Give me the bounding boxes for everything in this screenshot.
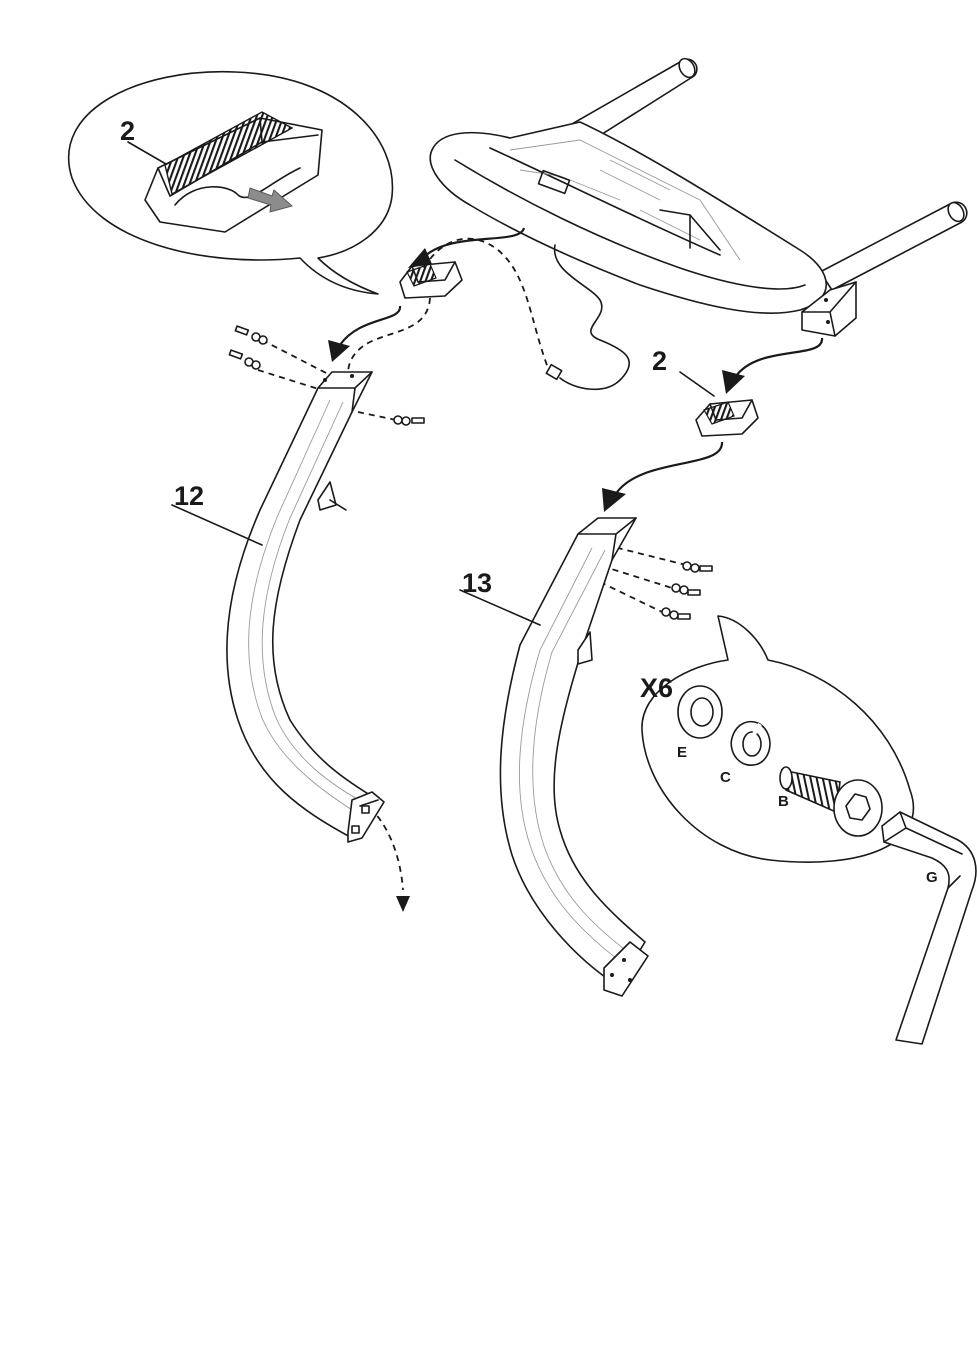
lock-washer-label: C — [720, 769, 731, 786]
right-cover-label: 2 — [652, 346, 667, 376]
console-frame — [430, 56, 967, 389]
washer-label: E — [677, 744, 687, 761]
right-upright: 13 — [460, 518, 648, 996]
right-hardware — [662, 562, 712, 619]
hardware-bubble: X6 E C B — [640, 616, 913, 862]
left-upright-label: 12 — [174, 481, 204, 511]
callout-part-label: 2 — [120, 116, 135, 146]
right-upright-label: 13 — [462, 568, 492, 598]
hex-key-label: G — [926, 869, 938, 886]
hex-key-part: G — [882, 812, 976, 1044]
left-upright: 12 — [172, 372, 384, 842]
callout-bubble: 2 — [69, 72, 393, 294]
bolt-label: B — [778, 793, 789, 810]
right-cover: 2 — [652, 346, 758, 436]
quantity-label: X6 — [640, 673, 673, 703]
